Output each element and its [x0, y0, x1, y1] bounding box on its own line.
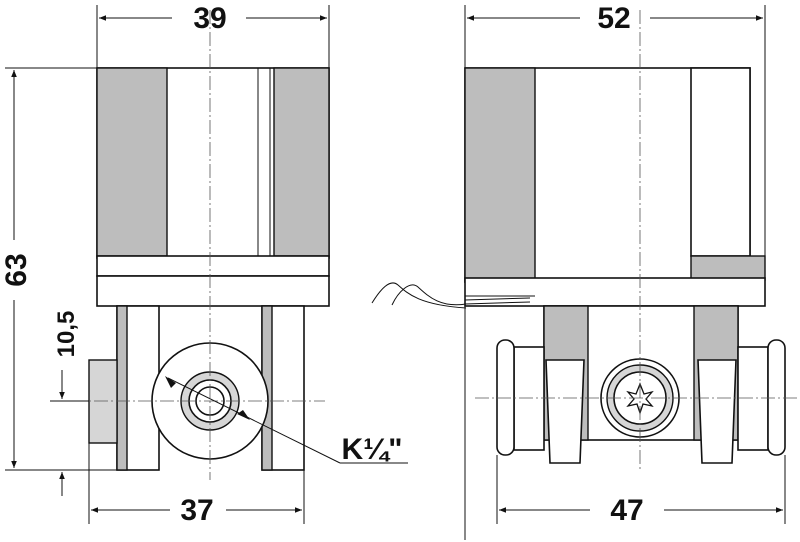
yoke-plate: [96, 255, 330, 277]
side-dimensions: 52 47: [464, 2, 786, 540]
side-left-leg: [545, 359, 585, 464]
side-base-plate: [464, 277, 766, 307]
right-fitting: [737, 346, 769, 451]
front-dimensions: 39 63 10,5 37 K¼": [0, 2, 402, 527]
dim-front-height: 63: [0, 253, 33, 286]
thread-label: K¼": [342, 433, 403, 466]
side-port: [88, 359, 118, 444]
dim-port-offset: 10,5: [53, 311, 80, 358]
right-fitting-nut: [767, 339, 786, 456]
side-right-leg: [697, 359, 737, 464]
base-plate: [96, 275, 330, 307]
front-coil: [96, 67, 330, 259]
coil-shadow-left: [96, 67, 168, 257]
wire-leads: [371, 282, 531, 309]
dim-side-top: 52: [597, 2, 630, 35]
side-connector: [690, 255, 766, 281]
left-fitting: [513, 346, 545, 451]
dim-side-bottom: 47: [610, 494, 643, 527]
dim-front-top: 39: [193, 2, 226, 35]
coil-shadow-right: [273, 67, 330, 257]
dim-front-bottom: 37: [180, 494, 213, 527]
side-view: [371, 10, 800, 470]
front-view: [50, 10, 408, 480]
side-coil-shadow: [464, 67, 536, 283]
left-fitting-nut: [496, 339, 515, 456]
thread-leader-arrow: [165, 376, 176, 388]
